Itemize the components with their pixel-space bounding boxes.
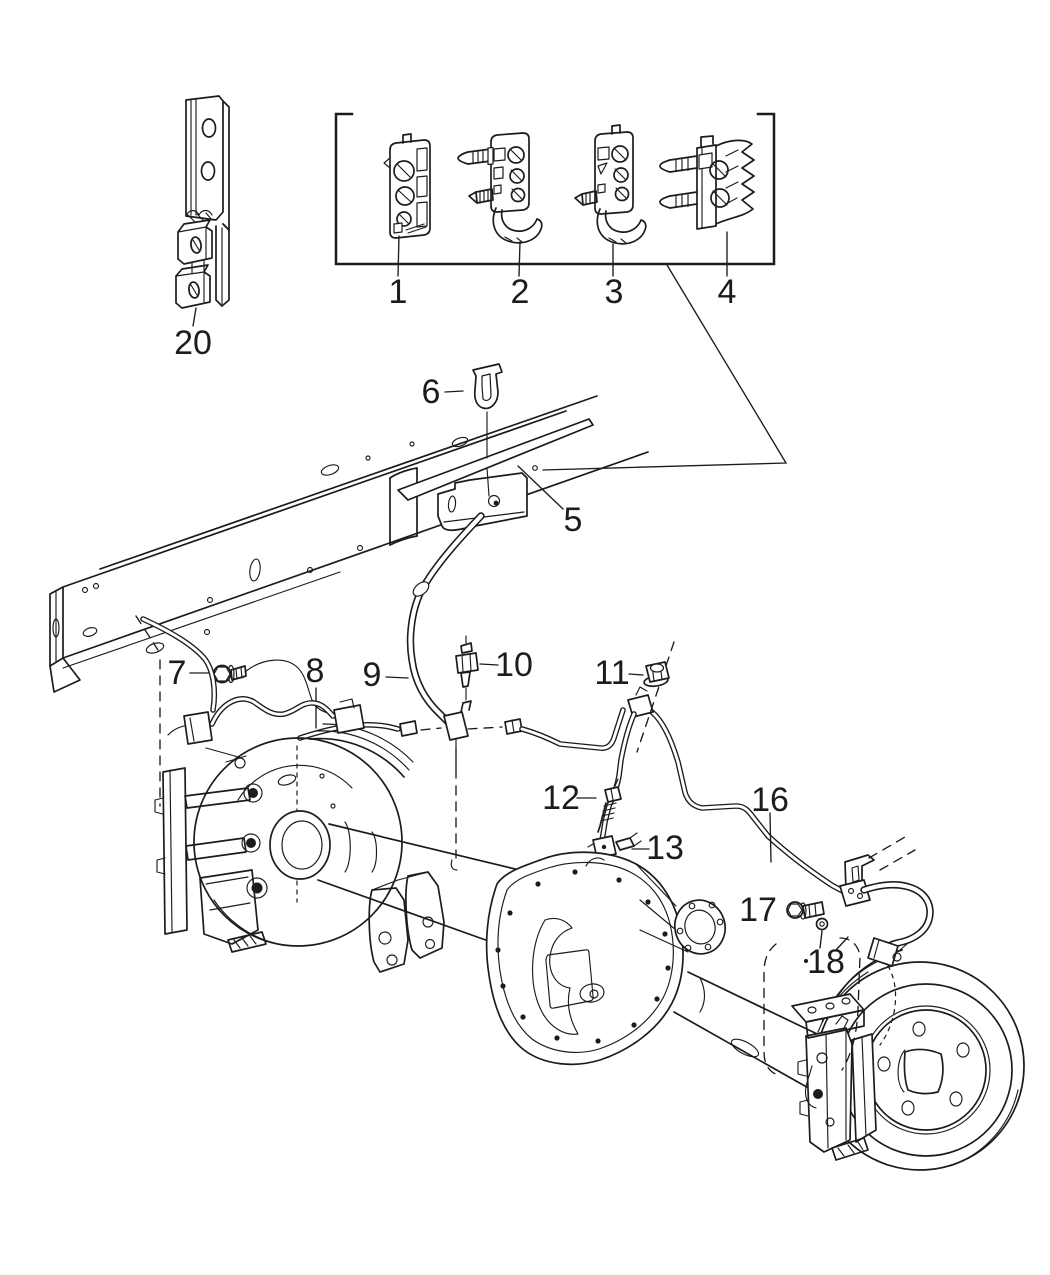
right-disc-brake: [791, 949, 1025, 1171]
frame-rail: [49, 395, 649, 693]
clip-6: [444, 363, 503, 497]
callout-2: 2: [511, 273, 530, 311]
cable-connector: [183, 711, 213, 745]
part-20-bracket: [175, 95, 230, 327]
parking-brake-cable: [135, 615, 336, 807]
callout-17: 17: [739, 891, 777, 929]
banjo-bolt-17: [786, 901, 825, 920]
callout-13: 13: [646, 829, 684, 867]
callout-7: 7: [168, 654, 187, 692]
hose-grommet: [412, 581, 430, 597]
callout-9: 9: [363, 656, 382, 694]
left-drum-brake: [154, 698, 541, 973]
hose-end-fitting: [867, 937, 899, 967]
callout-11: 11: [594, 654, 629, 692]
callout-10: 10: [495, 646, 533, 684]
callouts: 1 2 3 4 5 6 7 8 9 10 11 12 13 16 17 18 2…: [168, 273, 845, 981]
tube-nut: [399, 720, 418, 737]
hose-junction-block: [443, 700, 523, 871]
callout-1: 1: [389, 273, 408, 311]
callout-20: 20: [174, 324, 212, 362]
callout-4: 4: [718, 273, 737, 311]
clip-1: [383, 133, 431, 239]
bleeder-12: [576, 778, 622, 833]
abs-sensor-bolt-7: [189, 659, 333, 715]
callout-18: 18: [807, 943, 845, 981]
callout-12: 12: [542, 779, 580, 817]
rear-hose-assembly: [763, 836, 934, 1076]
clip-group-box: [334, 112, 788, 471]
brake-hose-9: [385, 512, 485, 731]
clip-3: [574, 124, 647, 245]
callout-3: 3: [605, 273, 624, 311]
callout-6: 6: [422, 373, 441, 411]
callout-16: 16: [751, 781, 789, 819]
hose-nut-18: [815, 917, 829, 931]
sensor-10: [455, 635, 499, 701]
cover-bolts: [495, 869, 671, 1044]
clip-2: [457, 132, 543, 244]
callout-8: 8: [306, 652, 325, 690]
callout-5: 5: [564, 501, 583, 539]
clip-4: [659, 135, 755, 230]
differential-housing: [485, 851, 839, 1091]
tube-nut-11: [628, 641, 675, 753]
